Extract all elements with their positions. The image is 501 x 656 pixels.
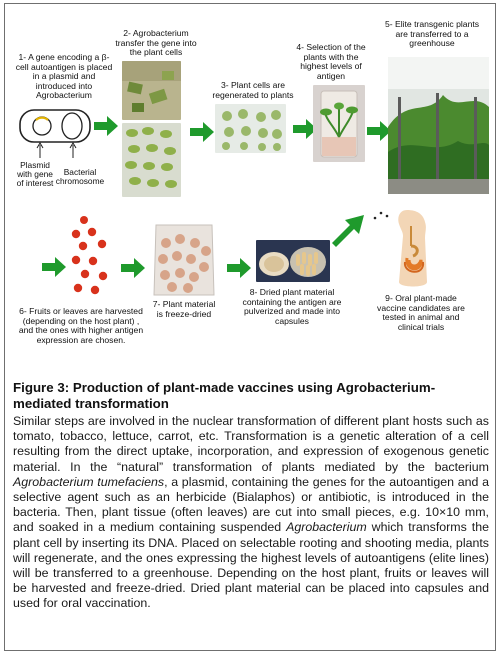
step5-text: 5- Elite transgenic plants are transferr… bbox=[384, 19, 480, 49]
human-digestive-system-image bbox=[373, 210, 427, 287]
arrow-diagonal-icon bbox=[332, 215, 364, 247]
step2-text: 2- Agrobacterium transfer the gene into … bbox=[115, 28, 197, 58]
regenerated-plantlets-photo bbox=[215, 104, 286, 153]
arrow-right-icon bbox=[293, 119, 317, 139]
step3-text: 3- Plant cells are regenerated to plants bbox=[212, 80, 294, 100]
agrobacterium-cell-diagram bbox=[19, 109, 91, 143]
body-text-2: , a plasmid, containing the genes for th… bbox=[13, 474, 489, 535]
figure-label: Figure 3: bbox=[13, 380, 70, 395]
arrow-right-icon bbox=[227, 258, 251, 278]
step8-text: 8- Dried plant material containing the a… bbox=[242, 287, 342, 326]
body-italic-1: Agrobacterium tumefaciens bbox=[13, 474, 165, 489]
step4-text: 4- Selection of the plants with the high… bbox=[296, 42, 366, 81]
body-paragraph: Similar steps are involved in the nuclea… bbox=[13, 414, 489, 612]
plasmid-label: Plasmid with gene of interest bbox=[16, 160, 54, 189]
arrow-right-icon bbox=[190, 122, 214, 142]
figure-caption: Figure 3: Production of plant-made vacci… bbox=[13, 380, 489, 411]
figure-frame bbox=[4, 3, 496, 651]
capsules-photo bbox=[256, 240, 330, 282]
body-text-3: which transforms the plant cell by inser… bbox=[13, 520, 489, 611]
tomatoes-image bbox=[71, 216, 108, 295]
arrow-up-icon bbox=[36, 142, 44, 158]
arrow-right-icon bbox=[42, 257, 66, 277]
step1-text: 1- A gene encoding a β-cell autoantigen … bbox=[15, 52, 113, 101]
freeze-dried-bag-photo bbox=[148, 221, 220, 299]
chromosome-label: Bacterial chromosome bbox=[55, 167, 105, 187]
arrow-right-icon bbox=[94, 116, 118, 136]
body-text-1: Similar steps are involved in the nuclea… bbox=[13, 414, 489, 474]
figure-title: Production of plant-made vaccines using … bbox=[13, 380, 436, 411]
figure-diagram: 1- A gene encoding a β-cell autoantigen … bbox=[5, 4, 495, 376]
step6-text: 6- Fruits or leaves are harvested (depen… bbox=[18, 306, 144, 345]
leaf-discs-photo bbox=[122, 123, 181, 197]
body-italic-2: Agrobacterium bbox=[286, 520, 367, 535]
step7-text: 7- Plant material is freeze-dried bbox=[152, 299, 216, 319]
step9-text: 9- Oral plant-made vaccine candidates ar… bbox=[377, 293, 465, 332]
greenhouse-photo bbox=[388, 57, 489, 194]
arrow-right-icon bbox=[367, 121, 391, 141]
arrow-right-icon bbox=[121, 258, 145, 278]
selected-plant-jar-photo bbox=[313, 85, 365, 162]
leaf-tissue-photo bbox=[122, 61, 181, 120]
arrow-up-icon bbox=[69, 142, 77, 158]
